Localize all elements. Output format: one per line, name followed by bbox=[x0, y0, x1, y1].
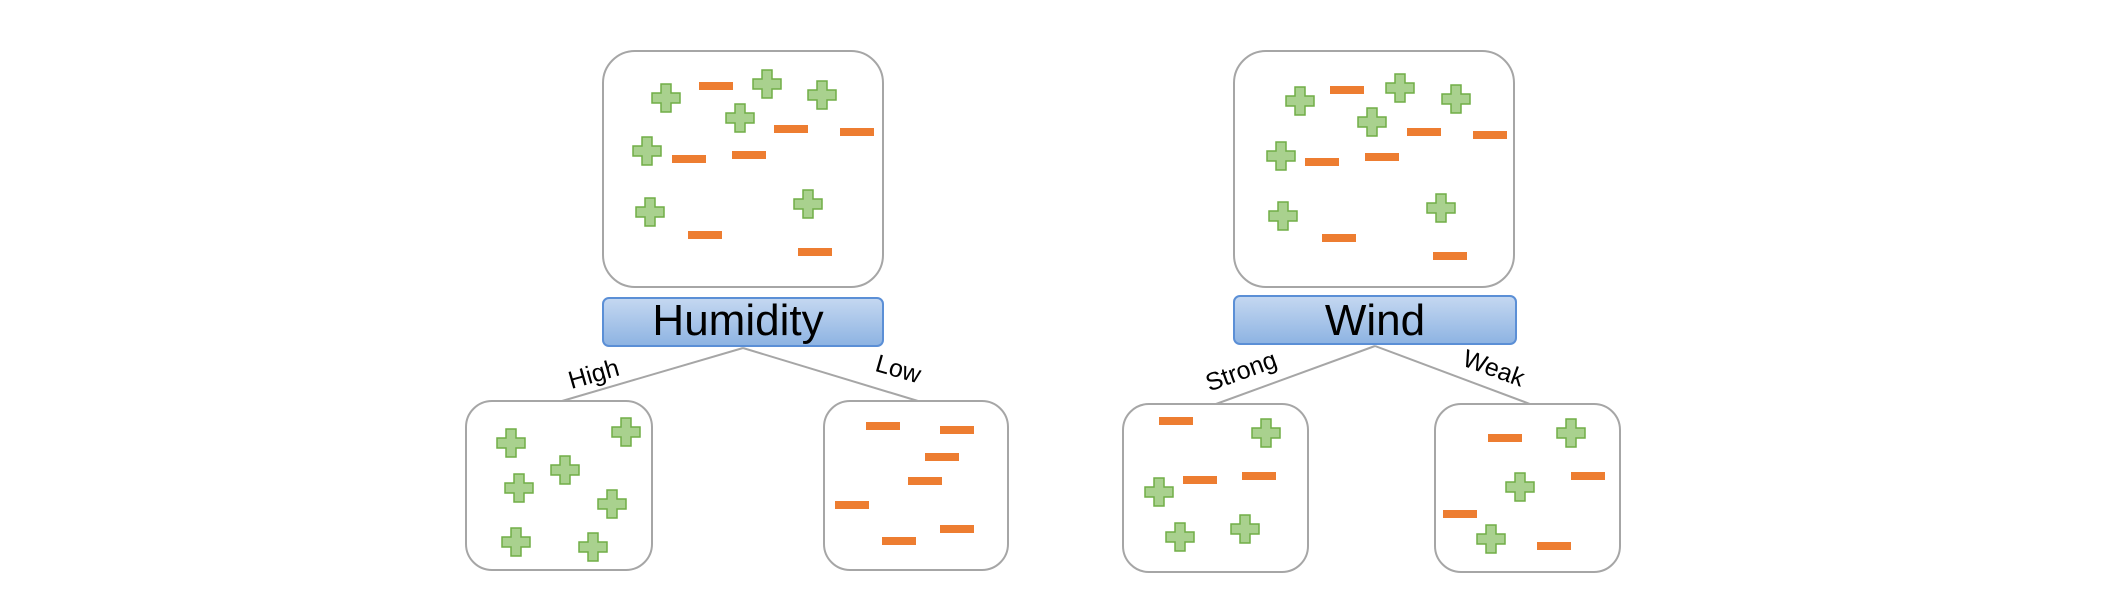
minus-icon bbox=[866, 422, 900, 430]
plus-icon bbox=[550, 455, 580, 485]
child-node-strong-items bbox=[1144, 417, 1281, 552]
plus-icon bbox=[1505, 472, 1535, 502]
plus-icon bbox=[752, 69, 782, 99]
plus-icon bbox=[1385, 73, 1415, 103]
plus-icon bbox=[635, 197, 665, 227]
minus-icon bbox=[699, 82, 733, 90]
attribute-label: Wind bbox=[1325, 296, 1425, 345]
plus-icon bbox=[496, 428, 526, 458]
minus-icon bbox=[672, 155, 706, 163]
minus-icon bbox=[798, 248, 832, 256]
tree-humidity: Humidity High Low bbox=[465, 50, 1009, 571]
branch-edge-left bbox=[561, 347, 744, 402]
minus-icon bbox=[1242, 472, 1276, 480]
plus-icon bbox=[611, 417, 641, 447]
branch-label-left: High bbox=[565, 354, 622, 395]
branch-label-right: Weak bbox=[1459, 344, 1529, 392]
minus-icon bbox=[925, 453, 959, 461]
branch-edge-right bbox=[742, 347, 919, 402]
root-node-items bbox=[1266, 73, 1507, 260]
minus-icon bbox=[908, 477, 942, 485]
attribute-header bbox=[602, 297, 884, 347]
minus-icon bbox=[840, 128, 874, 136]
plus-icon bbox=[1441, 84, 1471, 114]
child-node-high-items bbox=[496, 417, 641, 562]
child-node-low-items bbox=[835, 422, 974, 545]
branch-edge-left bbox=[1215, 345, 1376, 405]
branch-edge-right bbox=[1374, 345, 1531, 405]
minus-icon bbox=[882, 537, 916, 545]
minus-icon bbox=[1571, 472, 1605, 480]
minus-icon bbox=[835, 501, 869, 509]
minus-icon bbox=[1322, 234, 1356, 242]
minus-icon bbox=[1488, 434, 1522, 442]
plus-icon bbox=[1268, 201, 1298, 231]
plus-icon bbox=[1266, 141, 1296, 171]
plus-icon bbox=[1165, 522, 1195, 552]
plus-icon bbox=[578, 532, 608, 562]
minus-icon bbox=[1159, 417, 1193, 425]
child-node-weak-items bbox=[1443, 418, 1605, 554]
minus-icon bbox=[1433, 252, 1467, 260]
plus-icon bbox=[504, 473, 534, 503]
minus-icon bbox=[1305, 158, 1339, 166]
minus-icon bbox=[1443, 510, 1477, 518]
root-node-items bbox=[632, 69, 874, 256]
branch-label-right: Low bbox=[872, 350, 925, 390]
root-node-box bbox=[602, 50, 884, 288]
plus-icon bbox=[1556, 418, 1586, 448]
plus-icon bbox=[1230, 514, 1260, 544]
attribute-header bbox=[1233, 295, 1517, 345]
plus-icon bbox=[597, 489, 627, 519]
plus-icon bbox=[501, 527, 531, 557]
attribute-label: Humidity bbox=[652, 296, 823, 345]
plus-icon bbox=[651, 83, 681, 113]
minus-icon bbox=[732, 151, 766, 159]
branch-label-left: Strong bbox=[1202, 346, 1281, 398]
plus-icon bbox=[1285, 86, 1315, 116]
plus-icon bbox=[725, 103, 755, 133]
tree-wind: Wind Strong Weak bbox=[1122, 50, 1621, 573]
minus-icon bbox=[1330, 86, 1364, 94]
plus-icon bbox=[1357, 107, 1387, 137]
minus-icon bbox=[774, 125, 808, 133]
plus-icon bbox=[632, 136, 662, 166]
minus-icon bbox=[1537, 542, 1571, 550]
minus-icon bbox=[940, 426, 974, 434]
minus-icon bbox=[1407, 128, 1441, 136]
minus-icon bbox=[1473, 131, 1507, 139]
plus-icon bbox=[1144, 477, 1174, 507]
minus-icon bbox=[1183, 476, 1217, 484]
plus-icon bbox=[1426, 193, 1456, 223]
plus-icon bbox=[807, 80, 837, 110]
plus-icon bbox=[1476, 524, 1506, 554]
plus-icon bbox=[1251, 418, 1281, 448]
minus-icon bbox=[688, 231, 722, 239]
minus-icon bbox=[940, 525, 974, 533]
minus-icon bbox=[1365, 153, 1399, 161]
plus-icon bbox=[793, 189, 823, 219]
